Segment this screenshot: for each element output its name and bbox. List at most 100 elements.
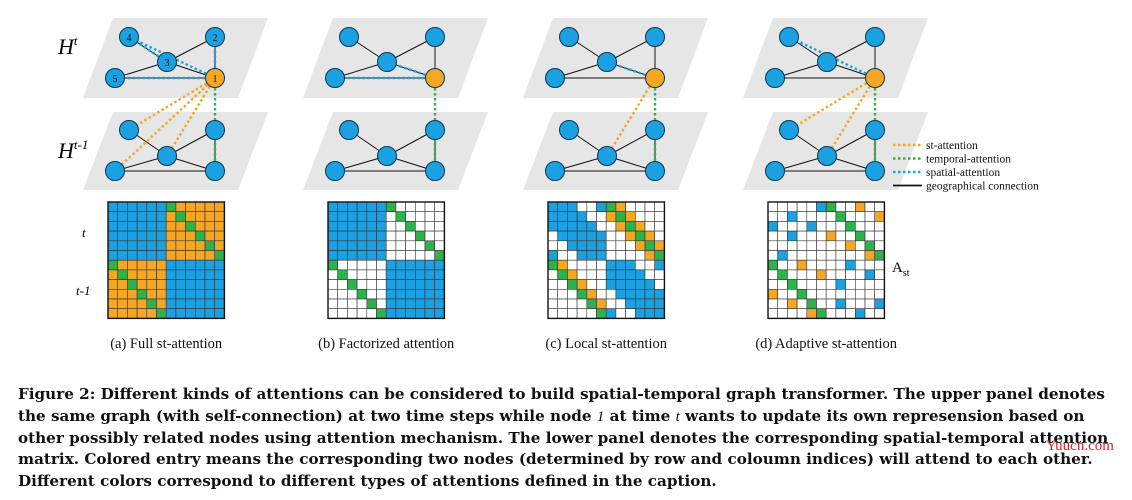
matrix-cell — [136, 230, 148, 242]
matrix-cell — [165, 221, 177, 232]
node-t-1-1 — [425, 161, 445, 181]
node-t-1-3 — [377, 146, 397, 166]
matrix-cell — [204, 240, 215, 251]
matrix-cell — [395, 308, 406, 319]
matrix-cell — [654, 221, 665, 232]
matrix-cell — [327, 269, 338, 280]
matrix-cell — [136, 240, 148, 251]
matrix-cell — [337, 288, 348, 300]
matrix-symbol: Ast — [892, 260, 910, 279]
matrix-cell — [767, 298, 778, 309]
matrix-cell — [366, 298, 377, 309]
matrix-cell — [156, 201, 167, 212]
matrix-cell — [146, 259, 157, 271]
matrix-cell — [586, 201, 597, 212]
matrix-cell — [654, 230, 665, 242]
matrix-cell — [625, 308, 636, 319]
matrix-cell — [874, 279, 885, 290]
matrix-cell — [615, 288, 626, 300]
matrix-cell — [557, 201, 568, 212]
matrix-cell — [845, 298, 856, 309]
matrix-cell — [185, 279, 196, 290]
matrix-cell — [845, 288, 856, 300]
matrix-cell — [547, 250, 558, 261]
matrix-cell — [567, 288, 578, 300]
matrix-cell — [777, 288, 788, 300]
node-t-1 — [205, 68, 225, 88]
matrix-cell — [415, 308, 426, 319]
matrix-cell — [204, 230, 215, 242]
matrix-cell — [146, 288, 157, 300]
matrix-cell — [644, 288, 655, 300]
matrix-cell — [327, 211, 338, 222]
matrix-cell — [576, 211, 588, 222]
panel-b: (b) Factorized attention — [303, 18, 488, 352]
matrix-cell — [107, 211, 118, 222]
matrix-row-label-t: t — [82, 225, 86, 240]
matrix-cell — [855, 201, 866, 212]
matrix-cell — [165, 201, 177, 212]
matrix-cell — [874, 250, 885, 261]
matrix-cell — [156, 288, 167, 300]
matrix-cell — [175, 211, 186, 222]
matrix-cell — [816, 230, 827, 242]
matrix-cell — [625, 288, 636, 300]
matrix-cell — [644, 279, 655, 290]
matrix-cell — [586, 211, 597, 222]
matrix-cell — [127, 221, 138, 232]
matrix-cell — [825, 279, 837, 290]
matrix-cell — [796, 288, 808, 300]
matrix-cell — [615, 308, 626, 319]
matrix-cell — [214, 288, 225, 300]
matrix-cell — [385, 211, 397, 222]
matrix-cell — [625, 250, 636, 261]
matrix-cell — [635, 250, 646, 261]
matrix-cell — [605, 221, 617, 232]
matrix-cell — [337, 240, 348, 251]
matrix-cell — [787, 288, 798, 300]
matrix-cell — [366, 221, 377, 232]
matrix-cell — [644, 240, 655, 251]
matrix-cell — [605, 230, 617, 242]
matrix-cell — [576, 279, 588, 290]
matrix-cell — [175, 221, 186, 232]
matrix-cell — [625, 211, 636, 222]
matrix-cell — [347, 211, 358, 222]
matrix-cell — [825, 250, 837, 261]
matrix-cell — [596, 240, 607, 251]
matrix-cell — [835, 250, 846, 261]
matrix-cell — [835, 240, 846, 251]
matrix-cell — [777, 279, 788, 290]
matrix-cell — [356, 298, 368, 309]
matrix-cell — [185, 240, 196, 251]
matrix-cell — [356, 259, 368, 271]
matrix-cell — [767, 240, 778, 251]
matrix-cell — [356, 201, 368, 212]
matrix-cell — [557, 259, 568, 271]
legend-label: st-attention — [926, 140, 978, 152]
matrix-cell — [787, 259, 798, 271]
panel-c: (c) Local st-attention — [523, 18, 708, 352]
matrix-cell — [586, 298, 597, 309]
matrix-cell — [214, 308, 225, 319]
matrix-cell — [136, 298, 148, 309]
matrix-cell — [625, 259, 636, 271]
matrix-cell — [415, 279, 426, 290]
matrix-cell — [347, 250, 358, 261]
matrix-cell — [424, 269, 435, 280]
matrix-cell — [127, 298, 138, 309]
matrix-cell — [347, 240, 358, 251]
matrix-cell — [356, 279, 368, 290]
matrix-cell — [117, 288, 128, 300]
matrix-cell — [424, 279, 435, 290]
matrix-cell — [195, 269, 206, 280]
matrix-cell — [146, 240, 157, 251]
node-t-1-1 — [205, 161, 225, 181]
matrix-cell — [567, 211, 578, 222]
matrix-cell — [214, 230, 225, 242]
matrix-cell — [787, 221, 798, 232]
matrix-cell — [366, 269, 377, 280]
matrix-cell — [204, 279, 215, 290]
node-t-4 — [779, 27, 799, 47]
